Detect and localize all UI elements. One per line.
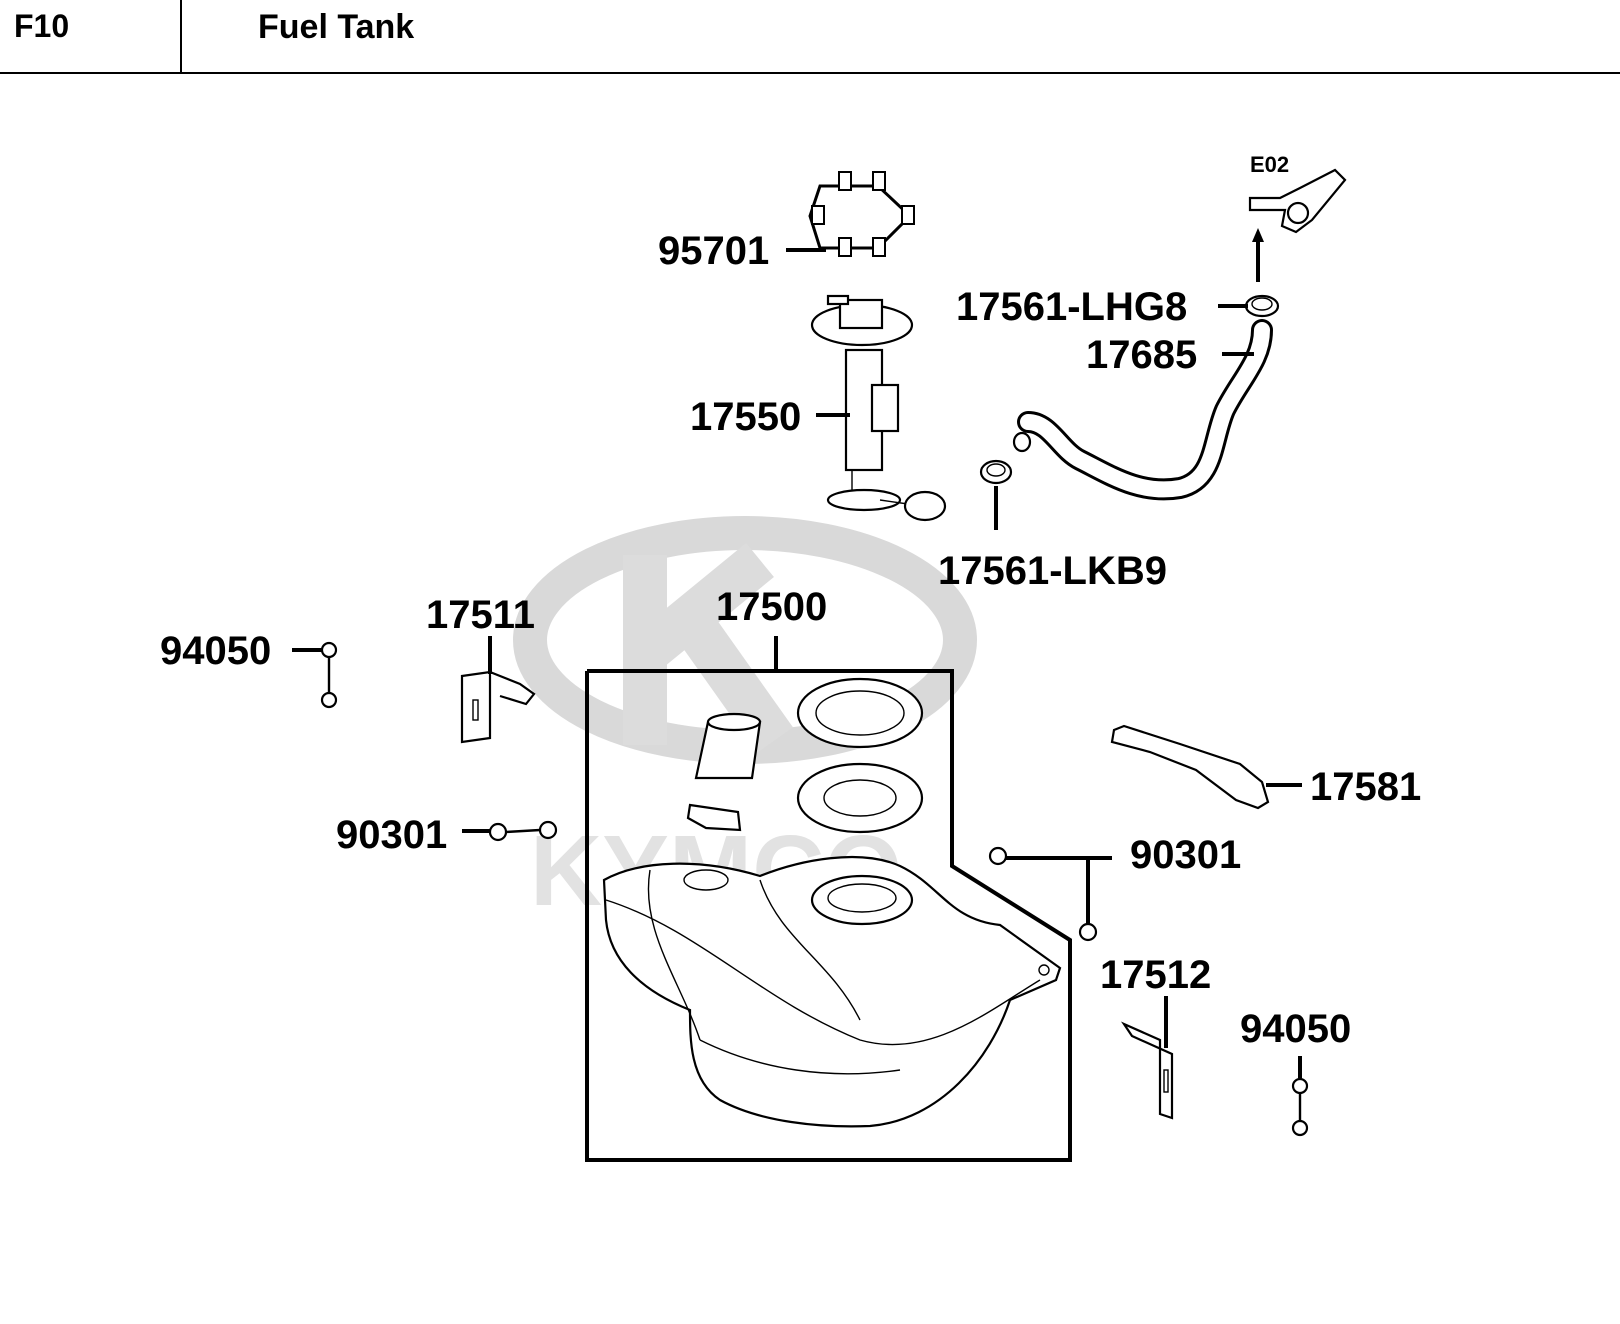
callout-94050-left: 94050 bbox=[160, 629, 271, 673]
part-tank-gasket-upper bbox=[796, 677, 924, 749]
part-17511-bracket bbox=[460, 670, 536, 744]
header-divider bbox=[180, 0, 182, 74]
part-17581-cover bbox=[1110, 724, 1270, 810]
callout-90301-right: 90301 bbox=[1130, 833, 1241, 877]
callout-e02: E02 bbox=[1250, 152, 1289, 177]
callout-17685: 17685 bbox=[1086, 333, 1197, 377]
callout-17500: 17500 bbox=[716, 585, 827, 629]
part-17512-bracket bbox=[1120, 1021, 1174, 1120]
callout-95701: 95701 bbox=[658, 229, 769, 273]
part-94050-left-bolts bbox=[320, 641, 338, 709]
part-tank-gasket-lower bbox=[796, 762, 924, 834]
arrow-head-e02 bbox=[1252, 228, 1264, 242]
part-95701-screw-set bbox=[808, 171, 915, 257]
callout-94050-right: 94050 bbox=[1240, 1007, 1351, 1051]
callout-17561-lhg8: 17561-LHG8 bbox=[956, 285, 1187, 329]
part-fuel-tank-body bbox=[602, 855, 1062, 1128]
callout-17511: 17511 bbox=[426, 593, 535, 637]
callout-17561-lkb9: 17561-LKB9 bbox=[938, 549, 1167, 593]
part-tank-retainer bbox=[686, 803, 742, 832]
part-17561-lhg8-clamp bbox=[1244, 294, 1280, 318]
part-17550-fuel-pump bbox=[810, 294, 947, 522]
callout-17550: 17550 bbox=[690, 395, 801, 439]
part-17685-fuel-hose bbox=[1012, 319, 1273, 501]
page-header: F10 Fuel Tank bbox=[0, 0, 1620, 74]
part-e02-connector bbox=[1248, 168, 1347, 234]
callout-90301-left: 90301 bbox=[336, 813, 447, 857]
part-90301-left-nuts bbox=[488, 820, 558, 842]
kit-frame-17500 bbox=[585, 669, 1072, 1162]
part-tank-grommet bbox=[694, 712, 762, 780]
section-code: F10 bbox=[14, 8, 70, 44]
callout-17581: 17581 bbox=[1310, 765, 1421, 809]
part-94050-right-bolts bbox=[1291, 1077, 1309, 1137]
part-90301-right-nuts bbox=[988, 846, 1098, 942]
callout-17512: 17512 bbox=[1100, 953, 1211, 997]
page-title: Fuel Tank bbox=[258, 8, 415, 46]
part-17561-lkb9-clamp bbox=[979, 459, 1013, 485]
